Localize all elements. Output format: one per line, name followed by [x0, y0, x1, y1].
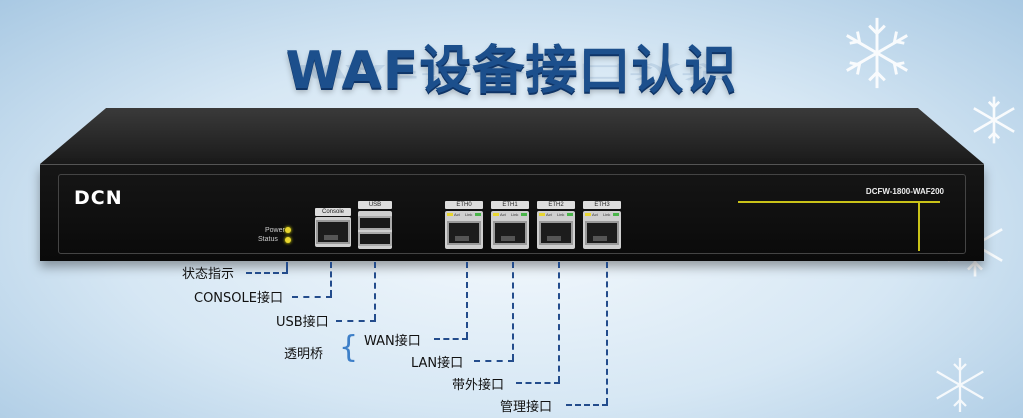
leader-usb-v — [374, 262, 376, 320]
console-callout: CONSOLE接口 — [194, 291, 283, 306]
status-led — [285, 237, 291, 243]
leader-mgmt-v — [606, 262, 608, 404]
leader-console-h — [292, 296, 332, 298]
oob-callout: 带外接口 — [452, 378, 505, 393]
leader-mgmt-h — [566, 404, 608, 406]
eth2-link-led — [567, 213, 573, 216]
leader-status-v — [286, 262, 288, 272]
lan-callout: LAN接口 — [411, 356, 464, 371]
model-label: DCFW-1800-WAF200 — [865, 187, 944, 196]
leader-lan-h — [474, 360, 514, 362]
eth0-port[interactable] — [447, 221, 481, 245]
bridge-brace: { — [339, 330, 359, 365]
leader-wan-h — [434, 338, 468, 340]
eth0-link-led — [475, 213, 481, 216]
device-top-panel — [40, 108, 984, 164]
wan-callout: WAN接口 — [364, 334, 421, 349]
eth2-label: ETH2 — [537, 201, 575, 209]
eth0-link-label: Link — [465, 212, 473, 217]
device-front-panel: DCN DCFW-1800-WAF200 Power Status Consol… — [40, 164, 984, 261]
eth1-port[interactable] — [493, 221, 527, 245]
eth1-act-label: Act — [500, 212, 506, 217]
bridge-callout: 透明桥 — [284, 347, 324, 362]
eth1-link-led — [521, 213, 527, 216]
usb-port-1[interactable] — [358, 216, 392, 230]
mgmt-callout: 管理接口 — [500, 400, 553, 415]
eth2-link-label: Link — [557, 212, 565, 217]
eth0-label: ETH0 — [445, 201, 483, 209]
front-frame — [58, 174, 966, 254]
leader-status-h — [246, 272, 288, 274]
usb-port-label: USB — [358, 201, 392, 209]
eth3-label: ETH3 — [583, 201, 621, 209]
eth2-act-led — [539, 213, 545, 216]
usb-callout: USB接口 — [276, 315, 329, 330]
eth3-act-label: Act — [592, 212, 598, 217]
power-led — [285, 227, 291, 233]
accent-line-horizontal — [738, 201, 940, 203]
leader-usb-h — [336, 320, 376, 322]
usb-port-2[interactable] — [358, 232, 392, 246]
eth2-act-label: Act — [546, 212, 552, 217]
usb-port-housing — [358, 211, 392, 249]
leader-lan-v — [512, 262, 514, 360]
leader-oob-h — [516, 382, 560, 384]
snowflake-icon — [936, 358, 984, 412]
power-led-label: Power — [265, 227, 285, 234]
eth0-act-label: Act — [454, 212, 460, 217]
status-callout: 状态指示 — [182, 267, 235, 282]
eth3-port[interactable] — [585, 221, 619, 245]
accent-line-vertical — [918, 201, 920, 251]
eth1-link-label: Link — [511, 212, 519, 217]
eth1-housing: Act Link — [491, 211, 529, 249]
eth0-housing: Act Link — [445, 211, 483, 249]
status-led-label: Status — [258, 236, 278, 243]
eth3-act-led — [585, 213, 591, 216]
eth3-housing: Act Link — [583, 211, 621, 249]
console-port-label: Console — [315, 208, 351, 216]
eth1-label: ETH1 — [491, 201, 529, 209]
leader-oob-v — [558, 262, 560, 382]
console-port-housing — [315, 217, 351, 247]
eth2-port[interactable] — [539, 221, 573, 245]
page-title: WAF设备接口认识 — [285, 41, 738, 101]
eth1-act-led — [493, 213, 499, 216]
leader-wan-v — [466, 262, 468, 338]
eth3-link-led — [613, 213, 619, 216]
console-port[interactable] — [316, 220, 350, 244]
eth0-act-led — [447, 213, 453, 216]
snowflake-icon — [846, 17, 908, 89]
eth2-housing: Act Link — [537, 211, 575, 249]
eth3-link-label: Link — [603, 212, 611, 217]
leader-console-v — [330, 262, 332, 296]
snowflake-icon — [973, 96, 1015, 144]
brand-logo: DCN — [74, 187, 123, 209]
